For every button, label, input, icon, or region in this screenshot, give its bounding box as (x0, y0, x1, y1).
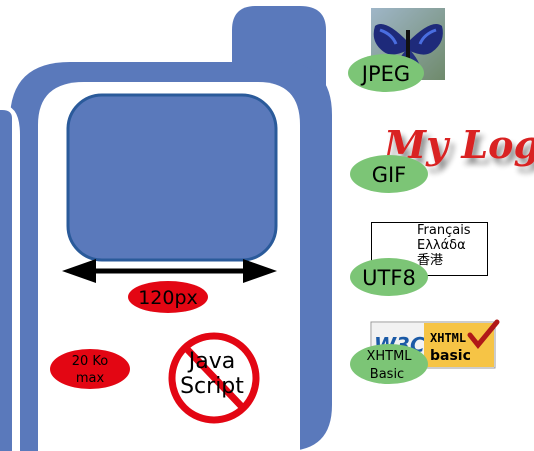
size-limit-badge (50, 349, 130, 389)
utf8-sample-box: Français Ελλάδα 香港 (371, 222, 488, 276)
utf8-sample-french: Français (417, 223, 471, 238)
no-javascript-sign: Java Script (168, 332, 260, 424)
xhtml-badge-line2: basic (430, 348, 471, 364)
phone-screen (66, 93, 278, 262)
xhtml-badge-line1: XHTML (430, 331, 466, 345)
no-sign-ring (168, 332, 260, 424)
width-label: 120px (138, 287, 198, 309)
javascript-line1: Java (187, 349, 235, 374)
checkmark-icon (467, 319, 500, 349)
width-badge (128, 281, 208, 313)
gif-ellipse (350, 155, 428, 193)
no-sign-slash (182, 344, 247, 412)
utf8-sample-chinese: 香港 (417, 253, 444, 268)
xhtml-label-line2: Basic (370, 367, 404, 382)
xhtml-label-line1: XHTML (366, 349, 412, 364)
width-arrow (62, 259, 277, 283)
jpeg-ellipse (348, 54, 424, 92)
utf8-sample-greek: Ελλάδα (417, 238, 466, 253)
jpeg-label: JPEG (360, 62, 410, 86)
xhtml-ellipse (350, 344, 428, 384)
phone-left-edge (0, 110, 12, 451)
size-limit-line2: max (76, 371, 105, 386)
gif-label: GIF (372, 163, 407, 187)
javascript-line2: Script (180, 374, 244, 399)
size-limit-line1: 20 Ko (72, 354, 109, 369)
phone-edge-gap (2, 105, 20, 451)
